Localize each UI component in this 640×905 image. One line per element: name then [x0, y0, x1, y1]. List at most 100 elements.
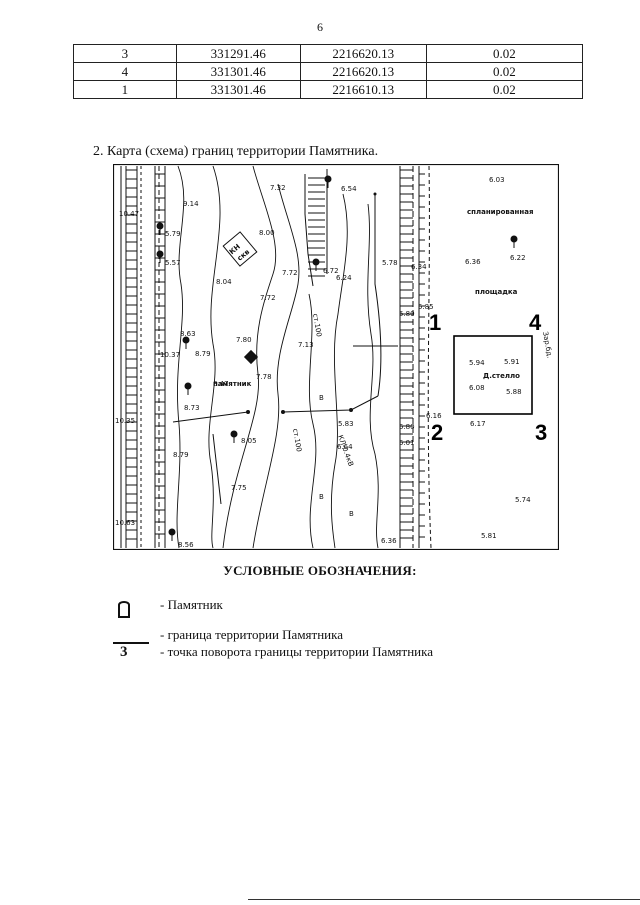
elevation-label: 6.36	[465, 258, 481, 266]
plain-label-top: спланированная	[467, 208, 533, 216]
legend-item-boundary: - граница территории Памятника	[160, 627, 344, 642]
tree-icon	[230, 430, 238, 438]
elevation-label: 6.16	[426, 412, 442, 420]
elevation-label: 8.47	[213, 380, 229, 388]
st100-label-a: ст.100	[311, 313, 323, 338]
elevation-label: 5.80	[399, 423, 415, 431]
elevation-label: 6.22	[510, 254, 526, 262]
cable-letter-1: В	[319, 394, 324, 402]
plain-label-bottom: площадка	[475, 288, 518, 296]
elevation-label: 8.04	[216, 278, 232, 286]
monument-label: памятник	[213, 380, 252, 388]
line-nodes	[246, 192, 377, 414]
elevation-label: 7.78	[256, 373, 272, 381]
cable-letter-2: В	[319, 493, 324, 501]
tree-icon	[182, 336, 190, 344]
legend-item-corner: - точка поворота границы территории Памя…	[160, 644, 434, 659]
kn-box: КН скв	[222, 231, 258, 267]
table-cell: 4	[73, 62, 177, 81]
left-hatched-band	[120, 166, 166, 548]
table-cell: 0.02	[425, 44, 584, 63]
legend-boundary-symbol	[113, 634, 149, 650]
elevation-label: 10.37	[160, 351, 180, 359]
elevation-label: 6.64	[337, 443, 353, 451]
elevation-label: 6.24	[336, 274, 352, 282]
elevation-label: 7.32	[270, 184, 286, 192]
elevation-label: 6.08	[469, 384, 485, 392]
elevation-label: 7.72	[260, 294, 276, 302]
table-cell: 331291.46	[175, 44, 301, 63]
cable-letter-3: В	[349, 510, 354, 518]
monument-boundary	[453, 335, 533, 415]
elevation-label: 5.78	[382, 259, 398, 267]
section-title: 2. Карта (схема) границ территории Памят…	[93, 144, 379, 159]
corner-label-4: 4	[529, 310, 542, 335]
elevation-label: 5.80	[399, 310, 415, 318]
table-cell: 3	[73, 44, 177, 63]
elevation-label: 10.35	[115, 417, 135, 425]
table-cell: 0.02	[425, 62, 584, 81]
elevation-label: 9.14	[183, 200, 199, 208]
bottom-rule	[248, 899, 640, 900]
boundary-line-icon	[113, 642, 149, 644]
map-drawing: 1 2 3 4 КН скв ст.100 ст.100 КЛ-0.4кВ В …	[113, 164, 559, 550]
table-cell: 2216620.13	[299, 62, 427, 81]
elevation-label: 5.85	[418, 303, 434, 311]
monument-marker	[243, 349, 259, 365]
elevation-label: 5.57	[165, 259, 181, 267]
elevation-label: 10.63	[115, 519, 135, 527]
middle-hatching-ticks	[308, 177, 325, 277]
right-hatching-ticks	[400, 169, 425, 539]
middle-hatched-wall	[304, 169, 328, 287]
legend-corner-symbol: 3	[120, 644, 128, 660]
elevation-label: 7.13	[298, 341, 314, 349]
table-cell: 2216620.13	[299, 44, 427, 63]
corner-label-2: 2	[431, 420, 443, 445]
elevation-label: 5.74	[515, 496, 531, 504]
table-row: 1 331301.46 2216610.13 0.02	[73, 80, 584, 99]
territory-map: 1 2 3 4 КН скв ст.100 ст.100 КЛ-0.4кВ В …	[113, 164, 559, 550]
table-cell: 1	[73, 80, 177, 99]
elevation-label: 6.17	[470, 420, 486, 428]
elevation-label: 8.00	[259, 229, 275, 237]
tree-icon	[156, 222, 164, 230]
page-number: 6	[317, 20, 323, 34]
elevation-label: 8.79	[195, 350, 211, 358]
tree-icon	[184, 382, 192, 390]
tree-icon	[510, 235, 518, 243]
legend-item-monument: - Памятник	[160, 597, 223, 612]
elevation-label: 6.72	[323, 267, 339, 275]
tree-icon	[168, 528, 176, 536]
tree-icon	[156, 250, 164, 258]
coordinates-table: 3 331291.46 2216620.13 0.02 4 331301.46 …	[73, 44, 584, 99]
elevation-label: 8.56	[178, 541, 194, 549]
corner-label-1: 1	[429, 310, 441, 335]
right-hatched-band	[399, 165, 432, 549]
corner-label-3: 3	[535, 420, 547, 445]
elevation-label: 6.54	[341, 185, 357, 193]
table-row: 4 331301.46 2216620.13 0.02	[73, 62, 584, 81]
table-cell: 2216610.13	[299, 80, 427, 99]
map-frame	[113, 164, 559, 550]
elevation-label: 8.63	[180, 330, 196, 338]
elevation-label: 6.36	[381, 537, 397, 545]
tree-icon	[312, 258, 320, 266]
contour-lines	[176, 165, 379, 549]
table-cell: 331301.46	[175, 62, 301, 81]
elevation-label: 5.01	[399, 439, 415, 447]
elevation-label: 6.34	[411, 263, 427, 271]
elevation-label: 5.91	[504, 358, 520, 366]
elevation-label: 10.47	[119, 210, 139, 218]
elevation-label: 6.03	[489, 176, 505, 184]
elevation-label: 5.88	[506, 388, 522, 396]
tree-symbols	[156, 175, 518, 541]
table-row: 3 331291.46 2216620.13 0.02	[73, 44, 584, 63]
legend-title: УСЛОВНЫЕ ОБОЗНАЧЕНИЯ:	[223, 563, 417, 578]
elevation-label: 7.72	[282, 269, 298, 277]
stella-label: Д.стелло	[483, 372, 520, 380]
st100-label-b: ст.100	[291, 428, 303, 453]
elevation-label: 5.81	[481, 532, 497, 540]
left-hatching-ticks	[126, 169, 165, 540]
elevation-label: 7.75	[231, 484, 247, 492]
